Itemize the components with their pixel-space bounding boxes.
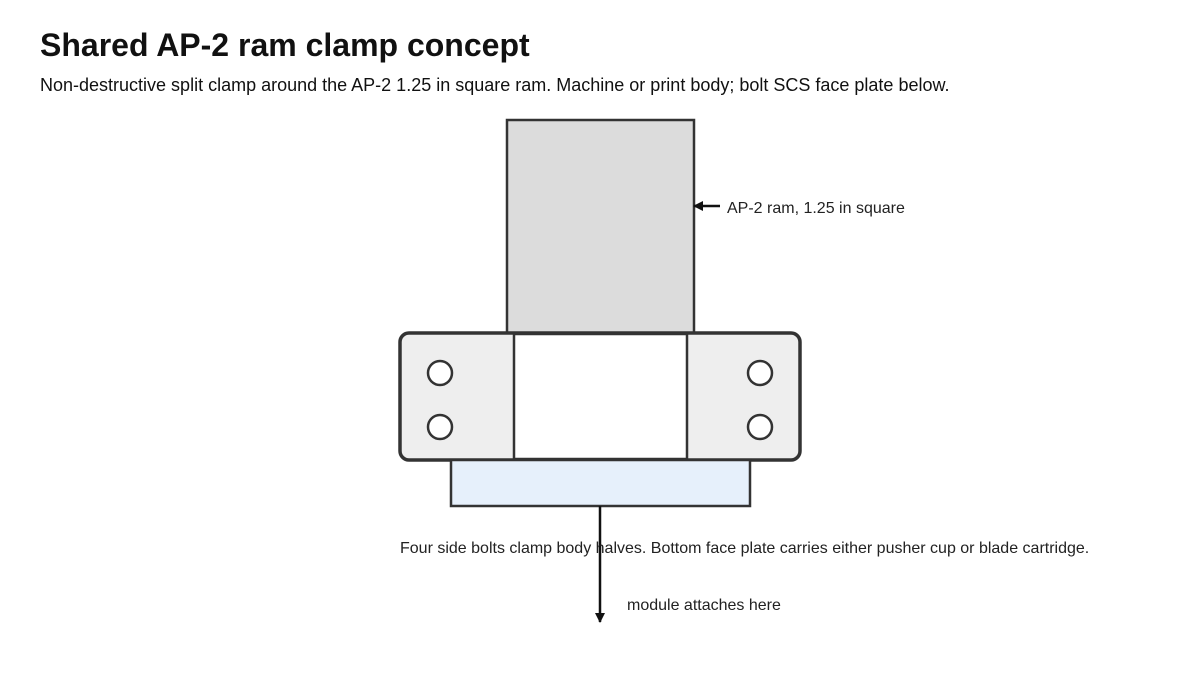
clamp-caption: Four side bolts clamp body halves. Botto… (400, 540, 1089, 557)
bolt-hole-right-bottom (746, 413, 774, 441)
page-subtitle: Non-destructive split clamp around the A… (40, 75, 950, 95)
page-title: Shared AP-2 ram clamp concept (40, 27, 530, 63)
ram-label: AP-2 ram, 1.25 in square (727, 200, 905, 217)
clamp-bore (512, 332, 689, 461)
bolt-hole-left-top (426, 359, 454, 387)
ram (505, 118, 696, 336)
module-label: module attaches here (627, 597, 781, 614)
bolt-hole-left-bottom (426, 413, 454, 441)
bolt-hole-right-top (746, 359, 774, 387)
face-plate (449, 458, 752, 508)
